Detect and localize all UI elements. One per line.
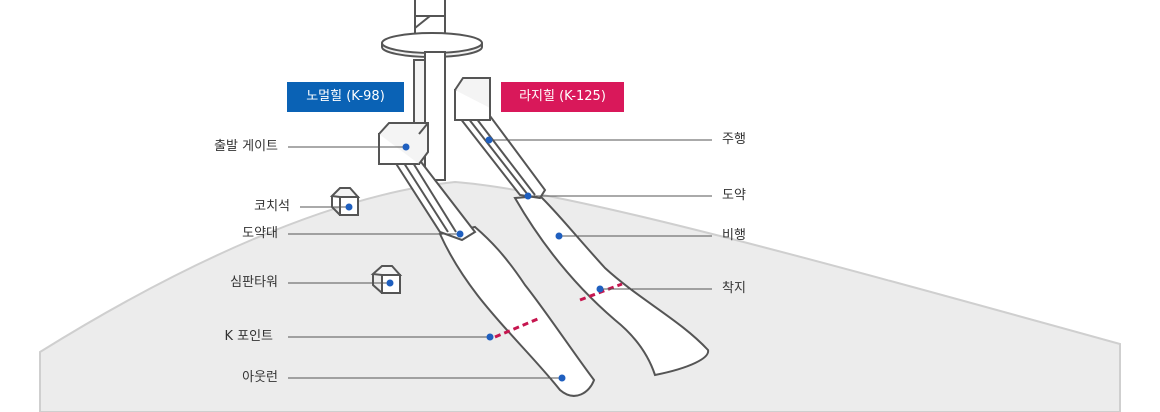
marker-points (345, 136, 604, 382)
point-outrun (558, 374, 566, 382)
label-flight: 비행 (722, 228, 746, 243)
label-inrun: 주행 (722, 132, 746, 147)
point-takeoff (524, 192, 532, 200)
label-takeoff: 도약 (722, 188, 746, 203)
point-start-gate (402, 143, 410, 151)
hill-slope (39, 180, 1121, 412)
label-start-gate: 출발 게이트 (214, 139, 278, 154)
label-coach-seat: 코치석 (254, 199, 290, 214)
leader-lines-left (288, 146, 562, 379)
large-hill-ramp (454, 77, 710, 377)
normal-hill-badge: 노멀힐 (K-98) (287, 82, 404, 112)
coach-seat-cube (329, 187, 361, 216)
judge-tower-cube (370, 265, 403, 294)
label-judge-tower: 심판타워 (230, 275, 278, 290)
label-outrun: 아웃런 (242, 370, 278, 385)
point-landing (596, 285, 604, 293)
point-inrun (485, 136, 493, 144)
large-hill-badge: 라지힐 (K-125) (501, 82, 624, 112)
label-landing: 착지 (722, 281, 746, 296)
point-judge-tower (386, 279, 394, 287)
label-k-point: K 포인트 (224, 329, 273, 344)
label-takeoff-platform: 도약대 (242, 226, 278, 241)
point-flight (555, 232, 563, 240)
leader-lines-right (489, 139, 712, 290)
normal-hill-ramp (378, 122, 596, 397)
point-coach-seat (345, 203, 353, 211)
tower-column (413, 51, 446, 181)
point-takeoff-platform (456, 230, 464, 238)
k-line-normal (494, 316, 541, 339)
point-k-point (486, 333, 494, 341)
